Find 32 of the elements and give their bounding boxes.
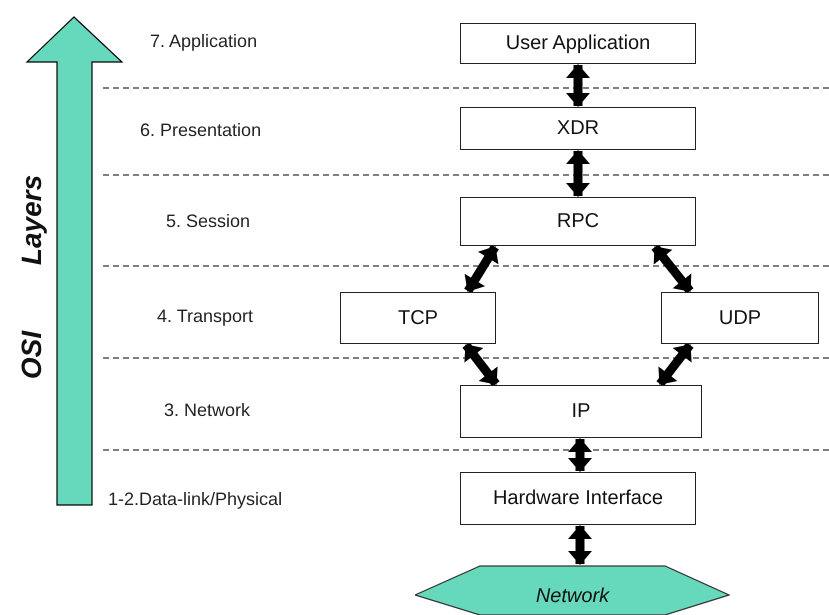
network-hexagon [415,565,730,615]
layer-name: 6. Presentation [140,120,262,141]
layer-box [661,292,819,344]
node-label: RPC [556,210,600,233]
layer-name: 3. Network [164,400,250,421]
layer-name: 4. Transport [157,306,254,327]
double-arrow [656,342,694,387]
layer-name: 5. Session [166,211,250,232]
layer-name: 1-2.Data-link/Physical [108,489,282,510]
double-arrow [566,64,590,107]
node-label: XDR [556,117,600,140]
layer-box [460,107,696,150]
node-label: IP [572,400,590,423]
node-label: UDP [718,306,762,330]
double-arrow [462,342,500,387]
double-arrow [464,244,499,294]
layer-box [460,23,696,64]
layer-box [340,292,496,344]
double-arrow [651,244,694,294]
node-label: User Application [506,32,650,55]
layer-name: 7. Application [150,31,258,52]
layer-box [460,385,702,438]
layer-box [460,197,696,246]
double-arrow [566,150,590,197]
double-arrow [568,525,592,565]
double-arrow [568,438,592,472]
axis-title: OSI [16,330,48,380]
layer-box [460,472,696,525]
node-label: Network [536,584,610,608]
node-label: TCP [398,306,438,330]
node-label: Hardware Interface [492,487,664,510]
axis-title: Layers [16,174,48,266]
